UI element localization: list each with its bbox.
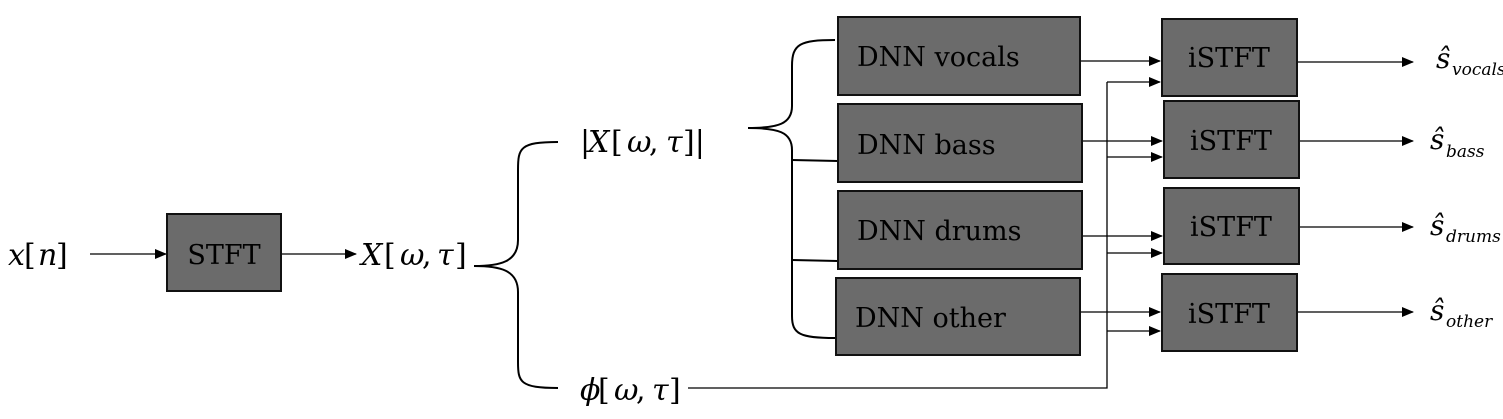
svg-text:ŝ: ŝ [1430, 294, 1444, 327]
svg-text:ϕ: ϕ [580, 373, 600, 408]
istft-vocals-block: iSTFT [1161, 18, 1298, 97]
svg-text:X: X [586, 125, 611, 160]
input-signal-label: x [ n ] [8, 238, 68, 273]
spectrum-label: X [ ω , τ ] [359, 238, 467, 273]
stft-label: STFT [187, 240, 260, 271]
istft-other-block: iSTFT [1161, 273, 1298, 352]
istft-drums-block: iSTFT [1163, 187, 1300, 265]
svg-text:[: [ [24, 238, 36, 273]
svg-text:iSTFT: iSTFT [1188, 43, 1270, 74]
split-brace [473, 141, 559, 389]
svg-text:τ: τ [666, 125, 683, 160]
svg-text:]: ] [56, 238, 68, 273]
svg-text:τ: τ [652, 373, 669, 408]
svg-text:drums: drums [1446, 227, 1501, 247]
svg-text:ŝ: ŝ [1436, 42, 1450, 75]
svg-text:ω: ω [627, 125, 651, 160]
dnn-brace-tap-drums [791, 259, 839, 262]
output-other-label: ŝ other [1430, 294, 1493, 332]
output-drums-label: ŝ drums [1430, 209, 1501, 247]
svg-text:n: n [38, 238, 57, 273]
dnn-bass-block: DNN bass [837, 103, 1083, 183]
stft-block: STFT [166, 213, 282, 292]
svg-text:iSTFT: iSTFT [1190, 126, 1272, 157]
svg-text:DNN bass: DNN bass [857, 130, 996, 161]
phase-bus-line [688, 82, 1108, 389]
svg-text:]: ] [669, 373, 681, 408]
output-bass-label: ŝ bass [1430, 123, 1485, 162]
svg-text:bass: bass [1446, 142, 1485, 162]
svg-text:ω: ω [400, 238, 424, 273]
svg-text:ω: ω [614, 373, 638, 408]
istft-bass-block: iSTFT [1163, 100, 1300, 179]
svg-text:other: other [1446, 312, 1493, 332]
svg-text:]|: ]| [683, 125, 705, 160]
svg-text:[: [ [384, 238, 396, 273]
dnn-drums-block: DNN drums [837, 190, 1083, 270]
svg-text:,: , [422, 238, 432, 273]
dnn-other-block: DNN other [835, 277, 1081, 356]
svg-text:τ: τ [437, 238, 454, 273]
svg-text:ŝ: ŝ [1430, 209, 1444, 242]
svg-text:x: x [8, 238, 25, 273]
svg-text:DNN drums: DNN drums [857, 216, 1022, 247]
svg-text:ŝ: ŝ [1430, 123, 1444, 156]
dnn-vocals-block: DNN vocals [837, 16, 1081, 96]
svg-text:[: [ [598, 373, 610, 408]
svg-text:DNN other: DNN other [855, 303, 1006, 334]
svg-text:[: [ [611, 125, 623, 160]
svg-text:|: | [580, 125, 590, 160]
svg-text:DNN vocals: DNN vocals [857, 42, 1020, 73]
svg-text:vocals: vocals [1452, 60, 1503, 80]
dnn-brace [747, 39, 836, 339]
svg-text:X: X [359, 238, 384, 273]
svg-text:,: , [649, 125, 659, 160]
dnn-brace-tap-bass [791, 159, 839, 162]
magnitude-label: | X [ ω , τ ]| [580, 125, 705, 160]
svg-text:]: ] [455, 238, 467, 273]
output-vocals-label: ŝ vocals [1436, 42, 1503, 80]
svg-text:iSTFT: iSTFT [1190, 212, 1272, 243]
phase-label: ϕ [ ω , τ ] [580, 373, 681, 408]
svg-text:iSTFT: iSTFT [1188, 299, 1270, 330]
svg-text:,: , [636, 373, 646, 408]
